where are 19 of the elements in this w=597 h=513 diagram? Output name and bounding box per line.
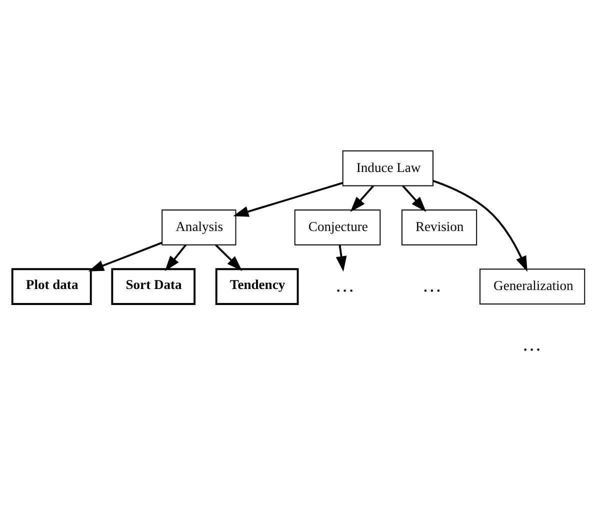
node-box: Tendency (215, 268, 299, 304)
arrow (233, 182, 343, 216)
arrow (432, 179, 528, 272)
node-box: Revision (401, 209, 478, 245)
arrow (402, 184, 426, 212)
node-box: Generalization (480, 268, 586, 304)
node-text: … (335, 274, 354, 296)
node-box: Analysis (162, 209, 236, 245)
arrow (336, 244, 347, 272)
arrow (350, 184, 374, 212)
arrow (164, 244, 186, 271)
node-box: Sort Data (111, 268, 196, 304)
node-box: Conjecture (294, 209, 381, 245)
node-box: Induce Law (342, 150, 434, 186)
arrow (88, 241, 162, 271)
label: … (522, 334, 542, 356)
arrow (215, 244, 242, 270)
label: … (422, 274, 442, 296)
node-box: Plot data (11, 268, 92, 304)
